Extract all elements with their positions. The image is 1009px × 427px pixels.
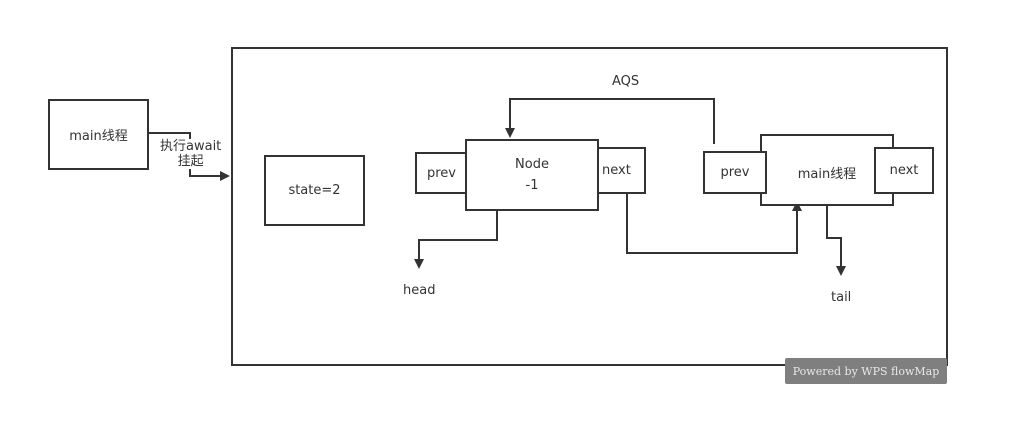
head-node: Node -1 (465, 139, 599, 211)
tail-node-prev-label: prev (720, 165, 750, 180)
head-node-title: Node (515, 157, 549, 172)
head-node-wait-status: -1 (525, 178, 539, 193)
main-thread-label: main线程 (69, 129, 128, 144)
tail-node-title: main线程 (797, 167, 857, 182)
aqs-container (231, 47, 948, 366)
prev-to-node-arrow (505, 98, 715, 144)
head-pointer-label: head (403, 283, 436, 298)
state-box: state=2 (264, 155, 365, 226)
await-label-line2: 挂起 (177, 154, 204, 169)
tail-node-prev: prev (703, 151, 767, 194)
tail-node: main线程 (760, 134, 894, 206)
tail-node-next: next (874, 147, 934, 194)
next-to-tail-arrow (626, 193, 802, 254)
head-node-prev: prev (415, 152, 468, 194)
main-thread-box: main线程 (48, 99, 149, 170)
head-node-next: next (596, 147, 646, 194)
aqs-title: AQS (612, 74, 640, 89)
tail-pointer-arrow (826, 203, 846, 276)
head-pointer-arrow (414, 210, 498, 269)
watermark-text: Powered by WPS flowMap (792, 364, 940, 378)
await-label: 执行await 挂起 (160, 139, 222, 169)
tail-node-next-label: next (889, 163, 919, 178)
head-node-prev-label: prev (426, 165, 456, 181)
watermark: Powered by WPS flowMap (785, 358, 947, 384)
tail-pointer-label: tail (831, 290, 852, 305)
state-label: state=2 (288, 183, 341, 198)
await-label-line1: 执行await (160, 139, 222, 154)
head-node-next-label: next (602, 163, 631, 178)
